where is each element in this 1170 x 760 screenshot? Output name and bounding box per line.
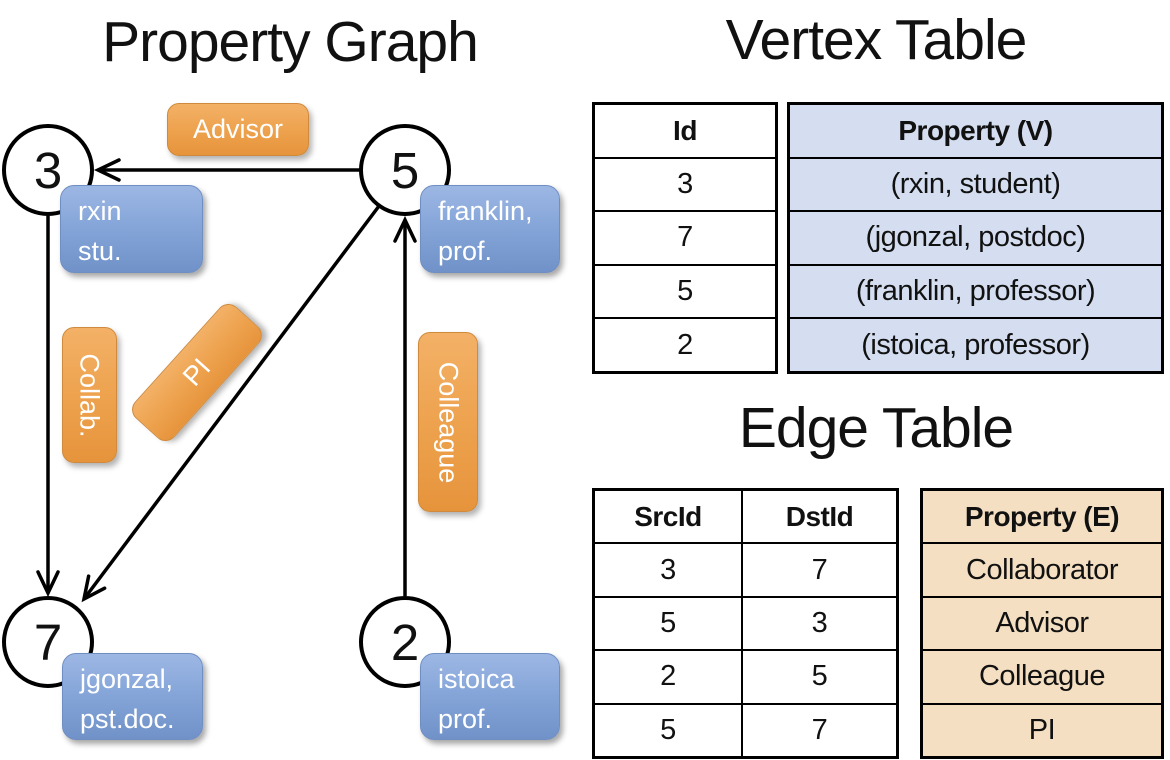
edge-row-property: Advisor <box>923 595 1161 650</box>
edge-table-property-column: Property (E) Collaborator Advisor Collea… <box>920 488 1164 759</box>
vertex-row-id: 2 <box>595 317 775 371</box>
vertex-row-property: (istoica, professor) <box>790 317 1161 371</box>
edge-pi-arrow <box>81 204 381 603</box>
vertex-label-rxin-line1: rxin <box>78 196 122 226</box>
edge-row-property: PI <box>923 702 1161 757</box>
vertex-row-id: 3 <box>595 156 775 211</box>
edge-table-dstid-header: DstId <box>785 500 854 532</box>
vertex-row-property: (rxin, student) <box>790 156 1161 211</box>
vertex-table-property-column: Property (V) (rxin, student) (jgonzal, p… <box>787 102 1164 374</box>
vertex-table-property-header: Property (V) <box>790 105 1161 157</box>
edge-label-colleague: Colleague <box>418 332 478 512</box>
edge-table-title: Edge Table <box>738 396 1014 460</box>
vertex-label-istoica-line1: istoica <box>438 664 515 694</box>
edge-row-srcid: 2 <box>595 651 743 703</box>
vertex-label-rxin: rxin stu. <box>60 185 203 273</box>
vertex-table-title: Vertex Table <box>725 8 1028 72</box>
edge-row-srcid: 3 <box>595 544 743 596</box>
vertex-table-id-column: Id 3 7 5 2 <box>592 102 778 374</box>
edge-row-dstid: 5 <box>811 660 828 693</box>
edge-label-collab-text: Collab. <box>75 352 106 438</box>
vertex-label-jgonzal-line1: jgonzal, <box>80 664 174 694</box>
edge-row-srcid: 5 <box>595 704 743 757</box>
property-graph-title: Property Graph <box>102 10 479 74</box>
edge-label-advisor: Advisor <box>167 103 309 156</box>
vertex-label-jgonzal: jgonzal, pst.doc. <box>62 653 203 740</box>
vertex-node-3-id: 3 <box>34 142 62 199</box>
vertex-row-property: (franklin, professor) <box>790 263 1161 318</box>
edge-label-colleague-text: Colleague <box>433 361 464 483</box>
edge-row-property: Colleague <box>923 649 1161 703</box>
edge-row-property: Collaborator <box>923 542 1161 596</box>
vertex-label-jgonzal-line2: pst.doc. <box>80 704 175 734</box>
edge-label-pi-text: PI <box>176 352 217 392</box>
edge-table-src-dst-columns: SrcId DstId 3 7 5 3 2 5 5 7 <box>592 488 899 759</box>
vertex-table-id-header: Id <box>673 114 697 146</box>
vertex-node-7-id: 7 <box>34 614 62 671</box>
vertex-row-id: 5 <box>595 263 775 318</box>
edge-table-srcid-header: SrcId <box>595 491 743 543</box>
edge-label-advisor-text: Advisor <box>192 114 284 144</box>
edge-row-dstid: 7 <box>811 713 828 746</box>
vertex-row-id: 7 <box>595 210 775 264</box>
vertex-row-property: (jgonzal, postdoc) <box>790 210 1161 264</box>
vertex-label-rxin-line2: stu. <box>78 236 122 266</box>
vertex-node-5-id: 5 <box>391 142 419 199</box>
edge-row-dstid: 3 <box>811 607 828 640</box>
vertex-label-istoica-line2: prof. <box>438 704 493 734</box>
vertex-label-franklin: franklin, prof. <box>420 185 560 273</box>
vertex-label-franklin-line1: franklin, <box>438 196 533 226</box>
edge-table-property-header: Property (E) <box>923 491 1161 543</box>
vertex-label-istoica: istoica prof. <box>420 653 560 740</box>
edge-row-dstid: 7 <box>811 553 828 586</box>
vertex-node-2-id: 2 <box>391 614 419 671</box>
edge-label-collab: Collab. <box>62 327 117 463</box>
vertex-label-franklin-line2: prof. <box>438 236 493 266</box>
edge-row-srcid: 5 <box>595 597 743 650</box>
